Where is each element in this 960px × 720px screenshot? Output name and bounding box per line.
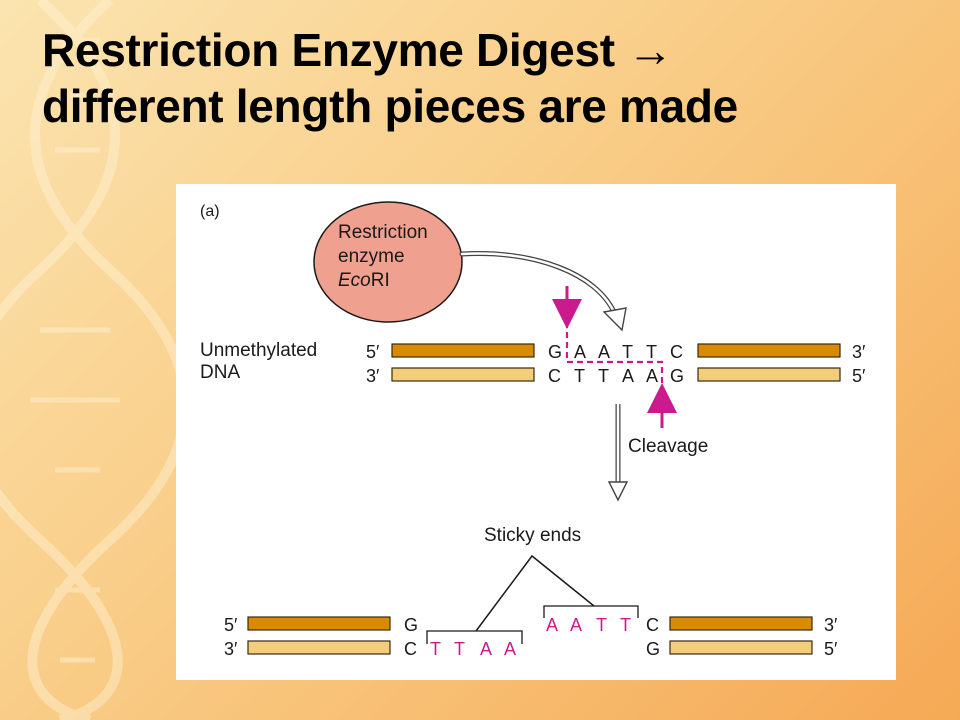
panel-label: (a) xyxy=(200,203,220,220)
left-overhang-sequence: T T A A xyxy=(430,639,516,659)
top-lower-base: T xyxy=(598,366,609,386)
top-upper-base: T xyxy=(646,342,657,362)
enzyme-bubble xyxy=(313,201,463,323)
enzyme-action-arrow xyxy=(459,251,627,332)
top-lower-base: A xyxy=(622,366,634,386)
bottom-left-lower-base: C xyxy=(404,639,417,659)
top-lower-base: G xyxy=(670,366,684,386)
left-overhang-base: A xyxy=(504,639,516,659)
ecori-diagram: (a) Restriction enzyme EcoRI Unmethylate… xyxy=(200,201,866,659)
bottom-right-3prime: 3′ xyxy=(824,615,838,635)
cleavage-label: Cleavage xyxy=(628,436,708,457)
right-overhang-base: A xyxy=(546,615,558,635)
bottom-right-lower-strand xyxy=(669,640,813,655)
right-overhang-sequence: A A T T xyxy=(546,615,631,635)
top-upper-base: A xyxy=(574,342,586,362)
bottom-left-3prime: 3′ xyxy=(224,639,238,659)
top-lower-base: A xyxy=(646,366,658,386)
top-right-upper-strand xyxy=(697,343,841,358)
right-overhang-base: A xyxy=(570,615,582,635)
top-lower-sequence: C T T A A G xyxy=(548,366,684,386)
top-upper-base: A xyxy=(598,342,610,362)
bottom-right-lower-base: G xyxy=(646,639,660,659)
enzyme-label-line-1: Restriction xyxy=(338,222,428,243)
slide-title-line-1: Restriction Enzyme Digest → xyxy=(42,24,673,76)
bottom-right-5prime: 5′ xyxy=(824,639,838,659)
sticky-ends-label: Sticky ends xyxy=(484,525,581,546)
left-overhang-bracket xyxy=(426,630,523,644)
bottom-right-upper-strand xyxy=(669,616,813,631)
right-overhang-base: T xyxy=(620,615,631,635)
bottom-left-lower-strand xyxy=(247,640,391,655)
top-left-upper-strand xyxy=(391,343,535,358)
slide-title: Restriction Enzyme Digest → different le… xyxy=(42,22,942,134)
top-upper-sequence: G A A T T C xyxy=(548,342,683,362)
enzyme-label-line-2: enzyme xyxy=(338,246,405,267)
top-left-3prime: 3′ xyxy=(366,366,380,386)
top-right-3prime: 3′ xyxy=(852,342,866,362)
left-overhang-base: T xyxy=(454,639,465,659)
left-overhang-base: A xyxy=(480,639,492,659)
ecori-figure: (a) Restriction enzyme EcoRI Unmethylate… xyxy=(176,184,896,680)
enzyme-label-rest: RI xyxy=(371,270,390,291)
dna-label-line-1: Unmethylated xyxy=(200,340,317,361)
top-left-5prime: 5′ xyxy=(366,342,380,362)
top-left-lower-strand xyxy=(391,367,535,382)
bottom-left-5prime: 5′ xyxy=(224,615,238,635)
cut-site-dashed-line xyxy=(565,312,664,394)
bottom-right-upper-base: C xyxy=(646,615,659,635)
cleavage-arrow xyxy=(607,404,629,502)
slide-title-line-2: different length pieces are made xyxy=(42,80,738,132)
top-upper-base: C xyxy=(670,342,683,362)
left-overhang-base: T xyxy=(430,639,441,659)
right-overhang-base: T xyxy=(596,615,607,635)
sticky-ends-pointer xyxy=(475,554,595,632)
top-right-lower-strand xyxy=(697,367,841,382)
top-lower-base: C xyxy=(548,366,561,386)
top-lower-base: T xyxy=(574,366,585,386)
enzyme-label-line-3: EcoRI xyxy=(338,270,390,291)
top-right-5prime: 5′ xyxy=(852,366,866,386)
top-upper-base: T xyxy=(622,342,633,362)
bottom-left-upper-strand xyxy=(247,616,391,631)
dna-label-line-2: DNA xyxy=(200,362,240,383)
bottom-left-upper-base: G xyxy=(404,615,418,635)
enzyme-label-italic: Eco xyxy=(338,270,371,291)
top-upper-base: G xyxy=(548,342,562,362)
right-overhang-bracket xyxy=(543,605,639,618)
